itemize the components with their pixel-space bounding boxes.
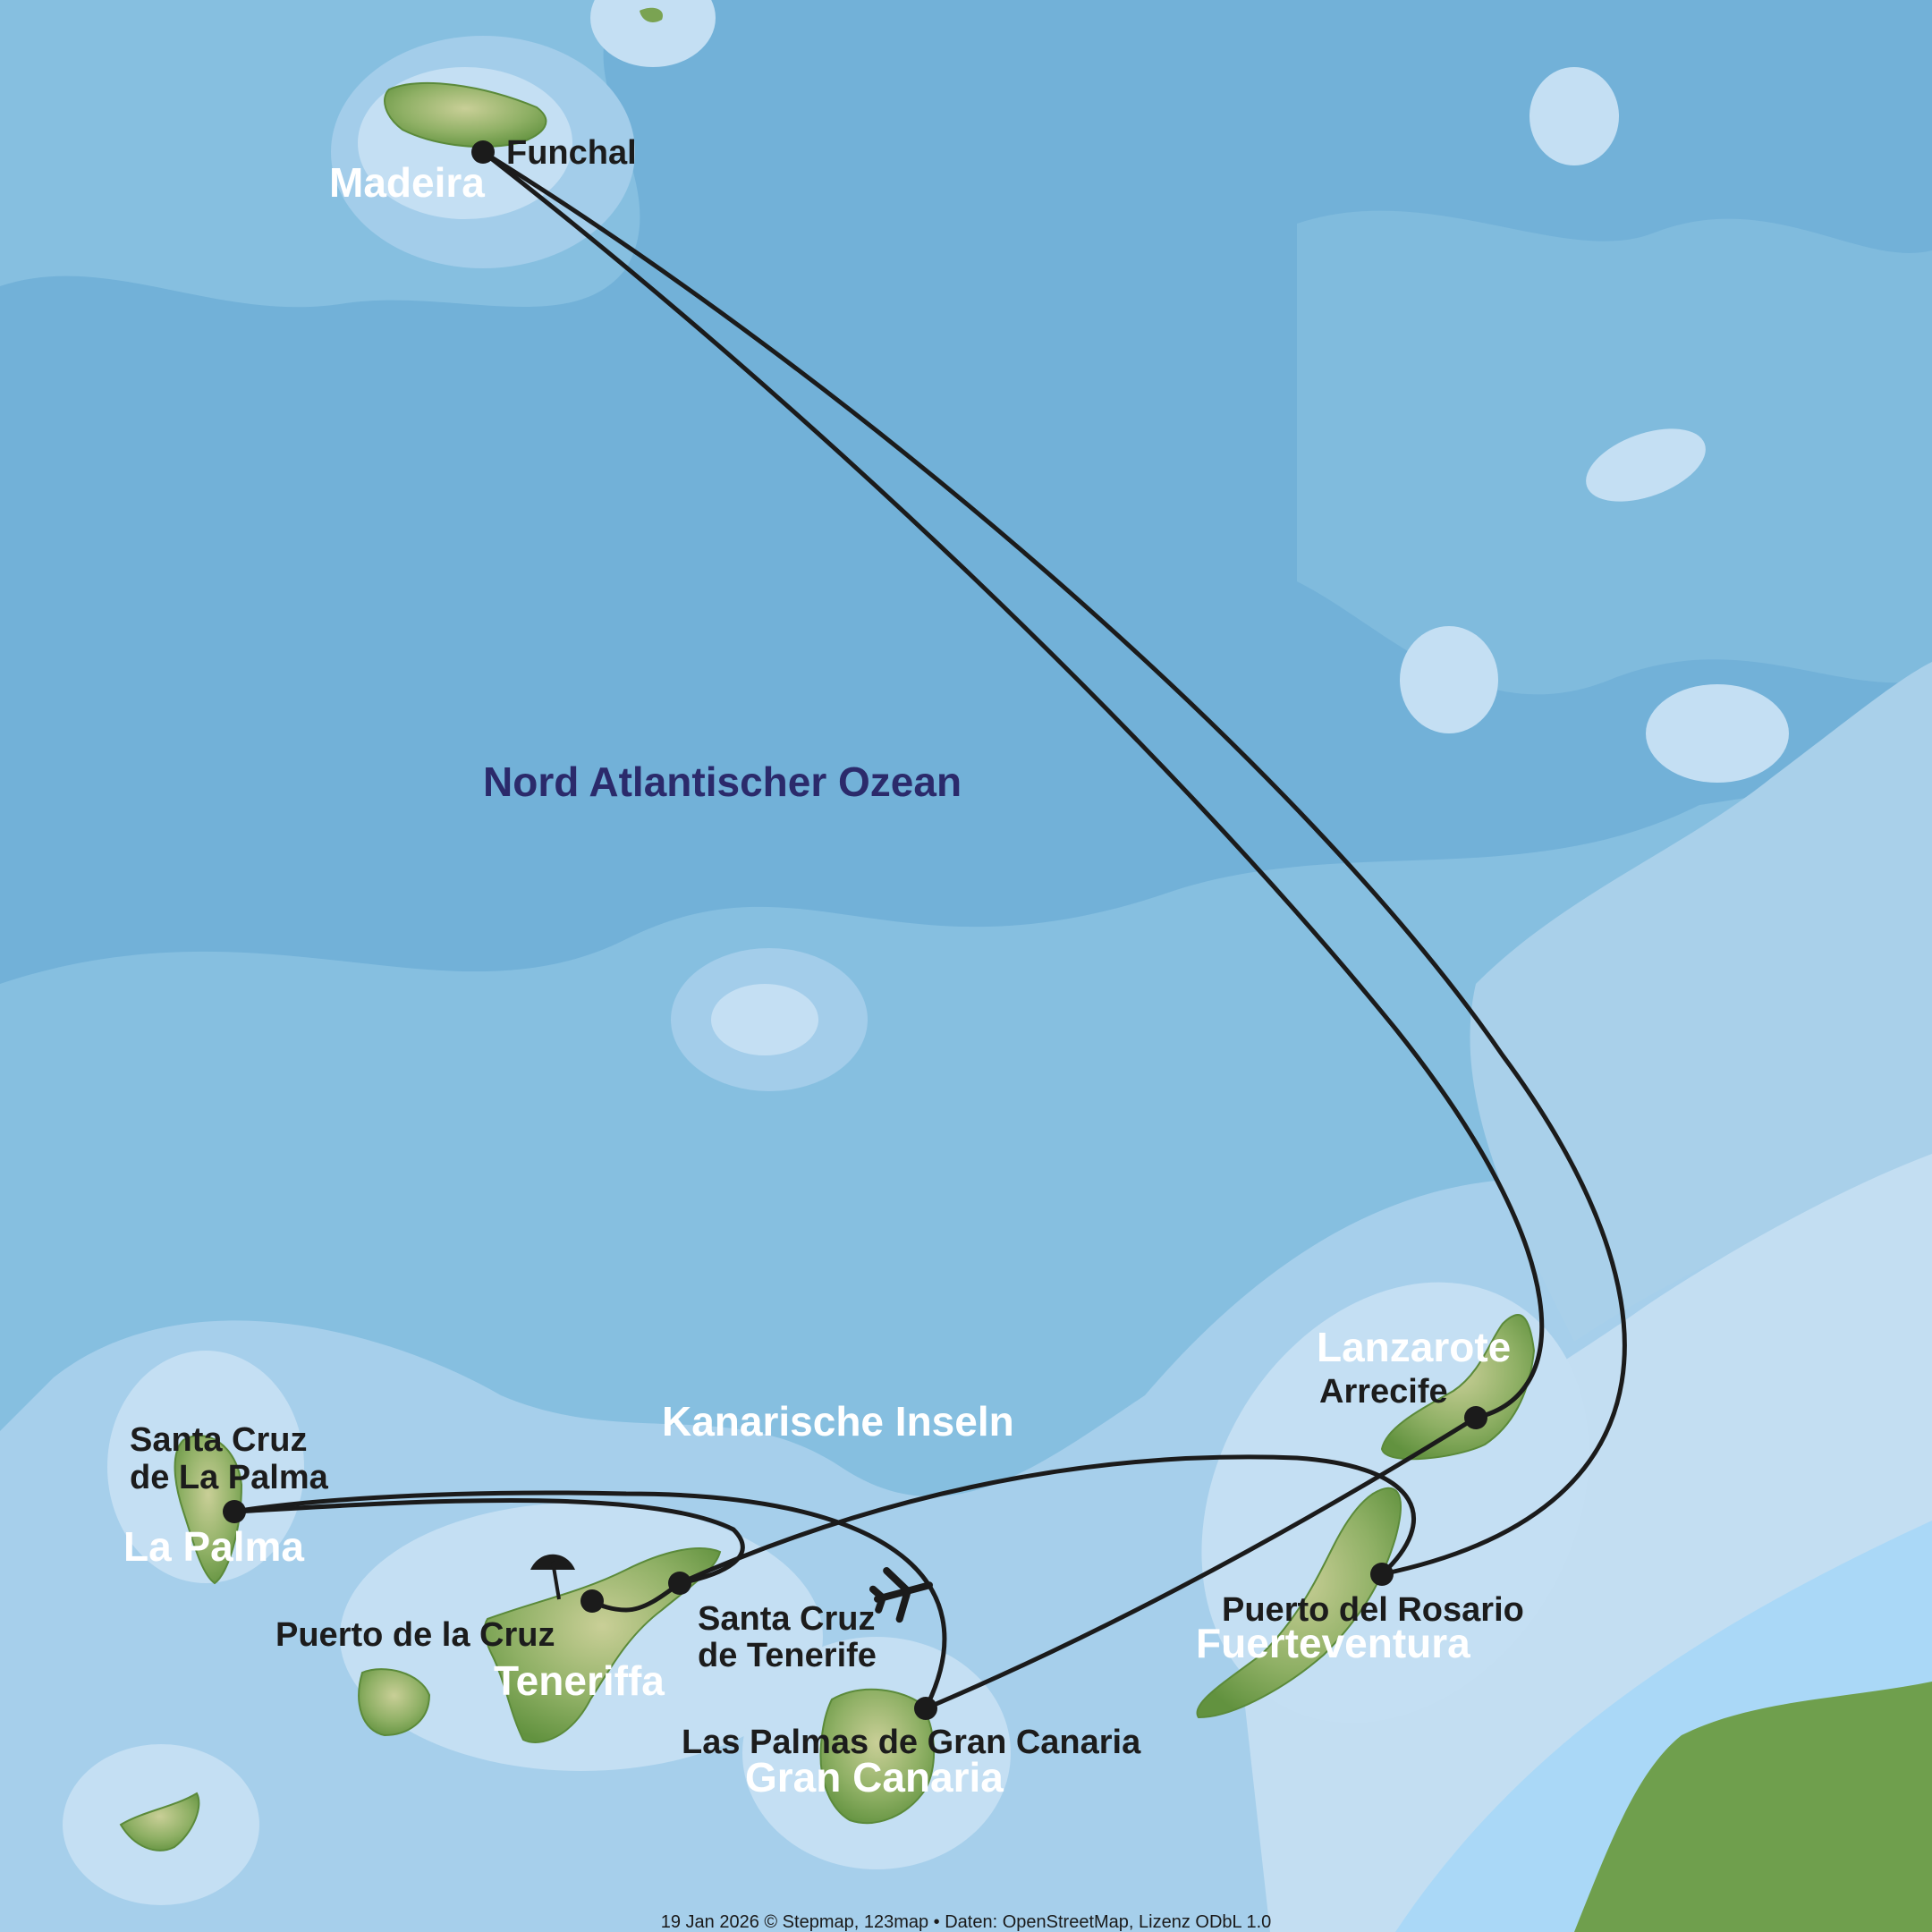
port-dot-funchal[interactable] [471, 140, 495, 164]
seamount-3 [1400, 626, 1498, 733]
island-la-gomera [358, 1668, 431, 1737]
island-porto-santo [640, 7, 663, 22]
seamount-1 [1530, 67, 1619, 165]
city-label-funchal: Funchal [506, 134, 637, 172]
beach-umbrella-icon [530, 1554, 575, 1600]
seamount-2 [1586, 428, 1706, 502]
route-puerto-del-rosario-tenerife [677, 1454, 1416, 1586]
island-gran-canaria [819, 1688, 935, 1825]
city-label-santa-cruz-tenerife-line1: Santa Cruz [698, 1600, 875, 1638]
port-dot-arrecife[interactable] [1464, 1406, 1487, 1429]
island-label-madeira: Madeira [329, 159, 485, 206]
seamount-4 [1646, 684, 1789, 783]
airplane-icon [869, 1567, 933, 1623]
port-dot-puerto-del-rosario[interactable] [1370, 1563, 1394, 1586]
route-funchal-arrecife [480, 149, 1545, 1420]
port-dot-puerto-de-la-cruz[interactable] [580, 1589, 604, 1613]
map-credit: 19 Jan 2026 © Stepmap, 123map • Daten: O… [661, 1912, 1272, 1932]
route-las-palmas-la-palma [232, 1490, 947, 1711]
port-dot-las-palmas[interactable] [914, 1697, 937, 1720]
island-label-la-palma: La Palma [123, 1523, 304, 1570]
route-arrecife-las-palmas [923, 1415, 1479, 1711]
city-label-santa-cruz-la-palma-line1: Santa Cruz [130, 1421, 307, 1459]
island-lanzarote [1380, 1314, 1536, 1461]
city-label-puerto-de-la-cruz: Puerto de la Cruz [275, 1616, 555, 1654]
island-la-palma [174, 1435, 243, 1585]
halo-selvagens-inner [711, 984, 818, 1055]
port-dot-santa-cruz-la-palma[interactable] [223, 1500, 246, 1523]
route-la-palma-tenerife [232, 1498, 745, 1586]
city-label-arrecife: Arrecife [1319, 1373, 1448, 1411]
city-label-santa-cruz-tenerife-line2: de Tenerife [698, 1637, 877, 1674]
shelf-east [1470, 662, 1932, 1342]
city-label-santa-cruz-la-palma-line2: de La Palma [130, 1459, 329, 1496]
island-fuerteventura [1196, 1487, 1402, 1719]
route-funchal-puerto-del-rosario [480, 149, 1627, 1577]
region-label: Kanarische Inseln [662, 1398, 1014, 1445]
city-label-las-palmas: Las Palmas de Gran Canaria [682, 1724, 1141, 1761]
island-el-hierro [119, 1792, 200, 1852]
island-label-tenerife: Teneriffa [494, 1657, 665, 1704]
african-coast [1574, 1682, 1932, 1932]
city-label-puerto-del-rosario: Puerto del Rosario [1222, 1591, 1524, 1629]
ocean-label: Nord Atlantischer Ozean [483, 758, 962, 805]
island-madeira [384, 82, 547, 148]
island-label-gran-canaria: Gran Canaria [745, 1754, 1004, 1801]
island-label-lanzarote: Lanzarote [1317, 1324, 1511, 1370]
port-dot-santa-cruz-tenerife[interactable] [668, 1572, 691, 1595]
halo-porto-santo [590, 0, 716, 67]
island-label-fuerteventura: Fuerteventura [1196, 1620, 1470, 1666]
